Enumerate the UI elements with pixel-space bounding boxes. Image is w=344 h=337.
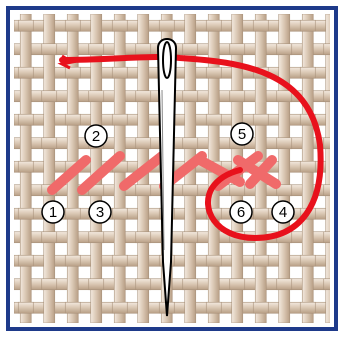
weave-crossing xyxy=(253,20,268,31)
weave-crossing xyxy=(18,255,33,266)
weave-crossing xyxy=(230,91,245,102)
weave-crossing xyxy=(277,279,292,290)
weave-crossing xyxy=(206,114,221,125)
weave-crossing xyxy=(18,161,33,172)
weave-crossing xyxy=(112,20,127,31)
weave-crossing xyxy=(183,232,198,243)
weave-crossing xyxy=(18,208,33,219)
stitch-number-2: 2 xyxy=(92,128,100,145)
weave-crossing xyxy=(253,255,268,266)
weave-crossing xyxy=(65,20,80,31)
weave-crossing xyxy=(253,114,268,125)
weave-crossing xyxy=(89,44,104,55)
weave-crossing xyxy=(230,279,245,290)
weave-crossing xyxy=(300,161,315,172)
weave-crossing xyxy=(42,91,57,102)
weave-crossing xyxy=(230,185,245,196)
stitch-number-6: 6 xyxy=(237,204,245,221)
weave-crossing xyxy=(253,302,268,313)
weave-crossing xyxy=(300,255,315,266)
weave-crossing xyxy=(112,208,127,219)
weave-crossing xyxy=(277,44,292,55)
warp-thread xyxy=(44,14,55,323)
weave-crossing xyxy=(18,67,33,78)
weave-crossing xyxy=(183,185,198,196)
stitch-marker-6: 6 xyxy=(230,201,252,223)
weave-crossing xyxy=(136,44,151,55)
weave-crossing xyxy=(112,302,127,313)
weave-crossing xyxy=(206,302,221,313)
weave-crossing xyxy=(206,20,221,31)
weave-crossing xyxy=(65,255,80,266)
weave-crossing xyxy=(183,279,198,290)
weave-crossing xyxy=(65,302,80,313)
stitch-marker-5: 5 xyxy=(231,123,253,145)
weave-crossing xyxy=(42,232,57,243)
weave-crossing xyxy=(230,44,245,55)
weave-crossing xyxy=(112,114,127,125)
weave-crossing xyxy=(18,20,33,31)
weave-crossing xyxy=(253,208,268,219)
weave-crossing xyxy=(112,67,127,78)
weave-crossing xyxy=(277,138,292,149)
weave-crossing xyxy=(65,114,80,125)
stitch-number-4: 4 xyxy=(279,204,287,221)
weave-crossing xyxy=(65,67,80,78)
weave-crossing xyxy=(206,67,221,78)
weave-crossing xyxy=(300,67,315,78)
weave-crossing xyxy=(42,138,57,149)
stitch-marker-2: 2 xyxy=(85,125,107,147)
weave-crossing xyxy=(183,44,198,55)
stitch-number-1: 1 xyxy=(49,204,57,221)
warp-thread xyxy=(279,14,290,323)
weave-crossing xyxy=(18,302,33,313)
weave-crossing xyxy=(183,91,198,102)
weave-crossing xyxy=(42,279,57,290)
weave-crossing xyxy=(300,302,315,313)
weave-crossing xyxy=(65,208,80,219)
weave-crossing xyxy=(42,44,57,55)
weave-crossing xyxy=(300,20,315,31)
weave-crossing xyxy=(18,114,33,125)
weave-crossing xyxy=(206,255,221,266)
weave-crossing xyxy=(136,279,151,290)
stitch-number-5: 5 xyxy=(238,126,246,143)
stitch-number-3: 3 xyxy=(96,204,104,221)
stitch-marker-3: 3 xyxy=(89,201,111,223)
weave-crossing xyxy=(136,232,151,243)
weave-crossing xyxy=(89,232,104,243)
weave-crossing xyxy=(112,255,127,266)
weave-crossing xyxy=(136,91,151,102)
weave-crossing xyxy=(277,91,292,102)
weave-crossing xyxy=(183,138,198,149)
weave-crossing xyxy=(89,279,104,290)
weave-crossing xyxy=(89,91,104,102)
weave-crossing xyxy=(136,185,151,196)
weave-crossing xyxy=(159,20,174,31)
stitch-marker-1: 1 xyxy=(42,201,64,223)
stitch-marker-4: 4 xyxy=(272,201,294,223)
weave-crossing xyxy=(136,138,151,149)
